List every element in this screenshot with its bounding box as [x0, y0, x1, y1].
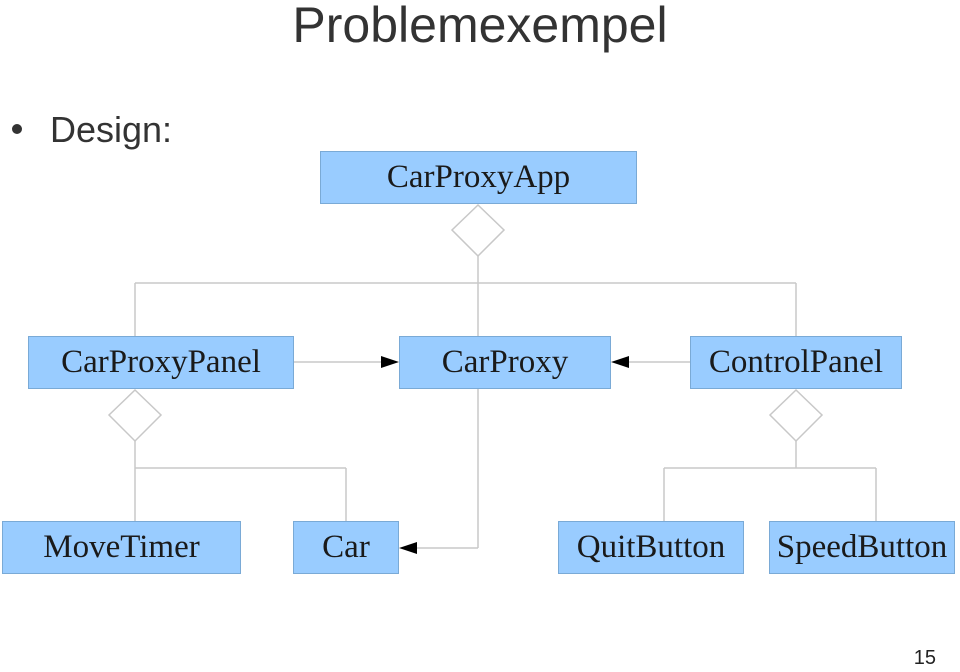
bullet-text: Design: [50, 109, 173, 150]
arrowhead-left-car-icon [399, 542, 417, 554]
class-box-carproxy: CarProxy [399, 336, 611, 389]
class-box-controlpanel: ControlPanel [690, 336, 902, 389]
aggregation-diamond-controlpanel [768, 388, 824, 443]
aggregation-diamond-panel [107, 388, 163, 443]
class-box-quitbutton: QuitButton [558, 521, 744, 574]
slide-title: Problemexempel [292, 0, 668, 53]
bullet-dot-icon [12, 124, 22, 135]
bullet-item: Design: [12, 110, 172, 150]
arrowhead-right-icon [381, 356, 399, 368]
arrowhead-left-icon [611, 356, 629, 368]
aggregation-diamond-app [450, 203, 506, 258]
class-box-speedbutton: SpeedButton [769, 521, 955, 574]
class-box-car: Car [293, 521, 399, 574]
class-box-movetimer: MoveTimer [2, 521, 241, 574]
class-box-carproxyapp: CarProxyApp [320, 151, 637, 204]
class-box-carproxypanel: CarProxyPanel [28, 336, 294, 389]
page-number: 15 [913, 647, 936, 669]
